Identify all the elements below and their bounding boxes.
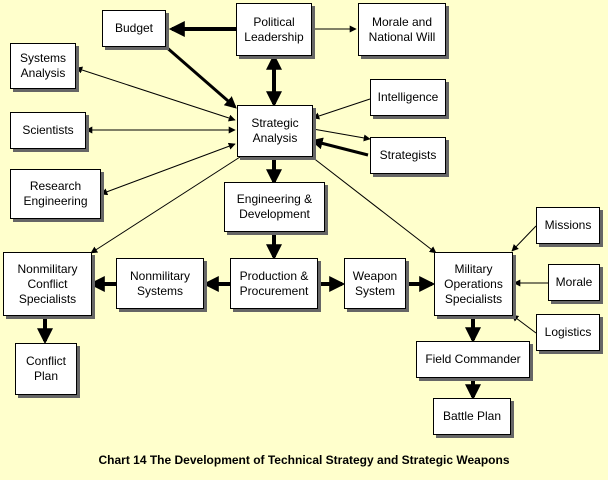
- chart-caption: Chart 14 The Development of Technical St…: [98, 453, 510, 467]
- arrow-strategic-to-strategists: [312, 128, 371, 142]
- arrow-research-strategic: [100, 142, 236, 196]
- arrow-budget-to-strategic: [164, 44, 237, 109]
- nonmilitary-systems-box: Nonmilitary Systems: [116, 258, 204, 309]
- production-procurement-box: Production & Procurement: [230, 258, 318, 309]
- conflict-plan-box: Conflict Plan: [15, 343, 77, 395]
- arrow-logistics-to-military: [511, 314, 537, 334]
- nonmilitary-conflict-specialists-box: Nonmilitary Conflict Specialists: [3, 252, 92, 316]
- battle-plan-box: Battle Plan: [433, 398, 511, 435]
- arrow-intelligence-to-strategic: [312, 98, 371, 120]
- scientists-box: Scientists: [10, 112, 86, 149]
- engineering-development-box: Engineering & Development: [224, 182, 325, 232]
- strategists-box: Strategists: [370, 137, 446, 174]
- logistics-box: Logistics: [536, 314, 600, 351]
- political-leadership-box: Political Leadership: [236, 3, 312, 56]
- arrow-strategic-to-conflict: [90, 156, 241, 254]
- missions-box: Missions: [536, 207, 600, 244]
- field-commander-box: Field Commander: [416, 341, 530, 378]
- military-operations-specialists-box: Military Operations Specialists: [434, 252, 513, 316]
- strategic-analysis-box: Strategic Analysis: [237, 105, 313, 157]
- weapon-system-box: Weapon System: [344, 258, 406, 309]
- research-engineering-box: Research Engineering: [10, 169, 101, 219]
- arrow-strategic-to-military: [311, 156, 437, 254]
- systems-analysis-box: Systems Analysis: [10, 43, 76, 89]
- arrow-strategists-to-strategic: [310, 137, 369, 157]
- intelligence-box: Intelligence: [370, 79, 446, 116]
- budget-box: Budget: [102, 10, 166, 47]
- morale-national-will-box: Morale and National Will: [358, 3, 446, 56]
- arrow-systems-strategic: [75, 66, 236, 122]
- morale-box: Morale: [548, 264, 600, 301]
- arrow-missions-to-military: [511, 225, 537, 252]
